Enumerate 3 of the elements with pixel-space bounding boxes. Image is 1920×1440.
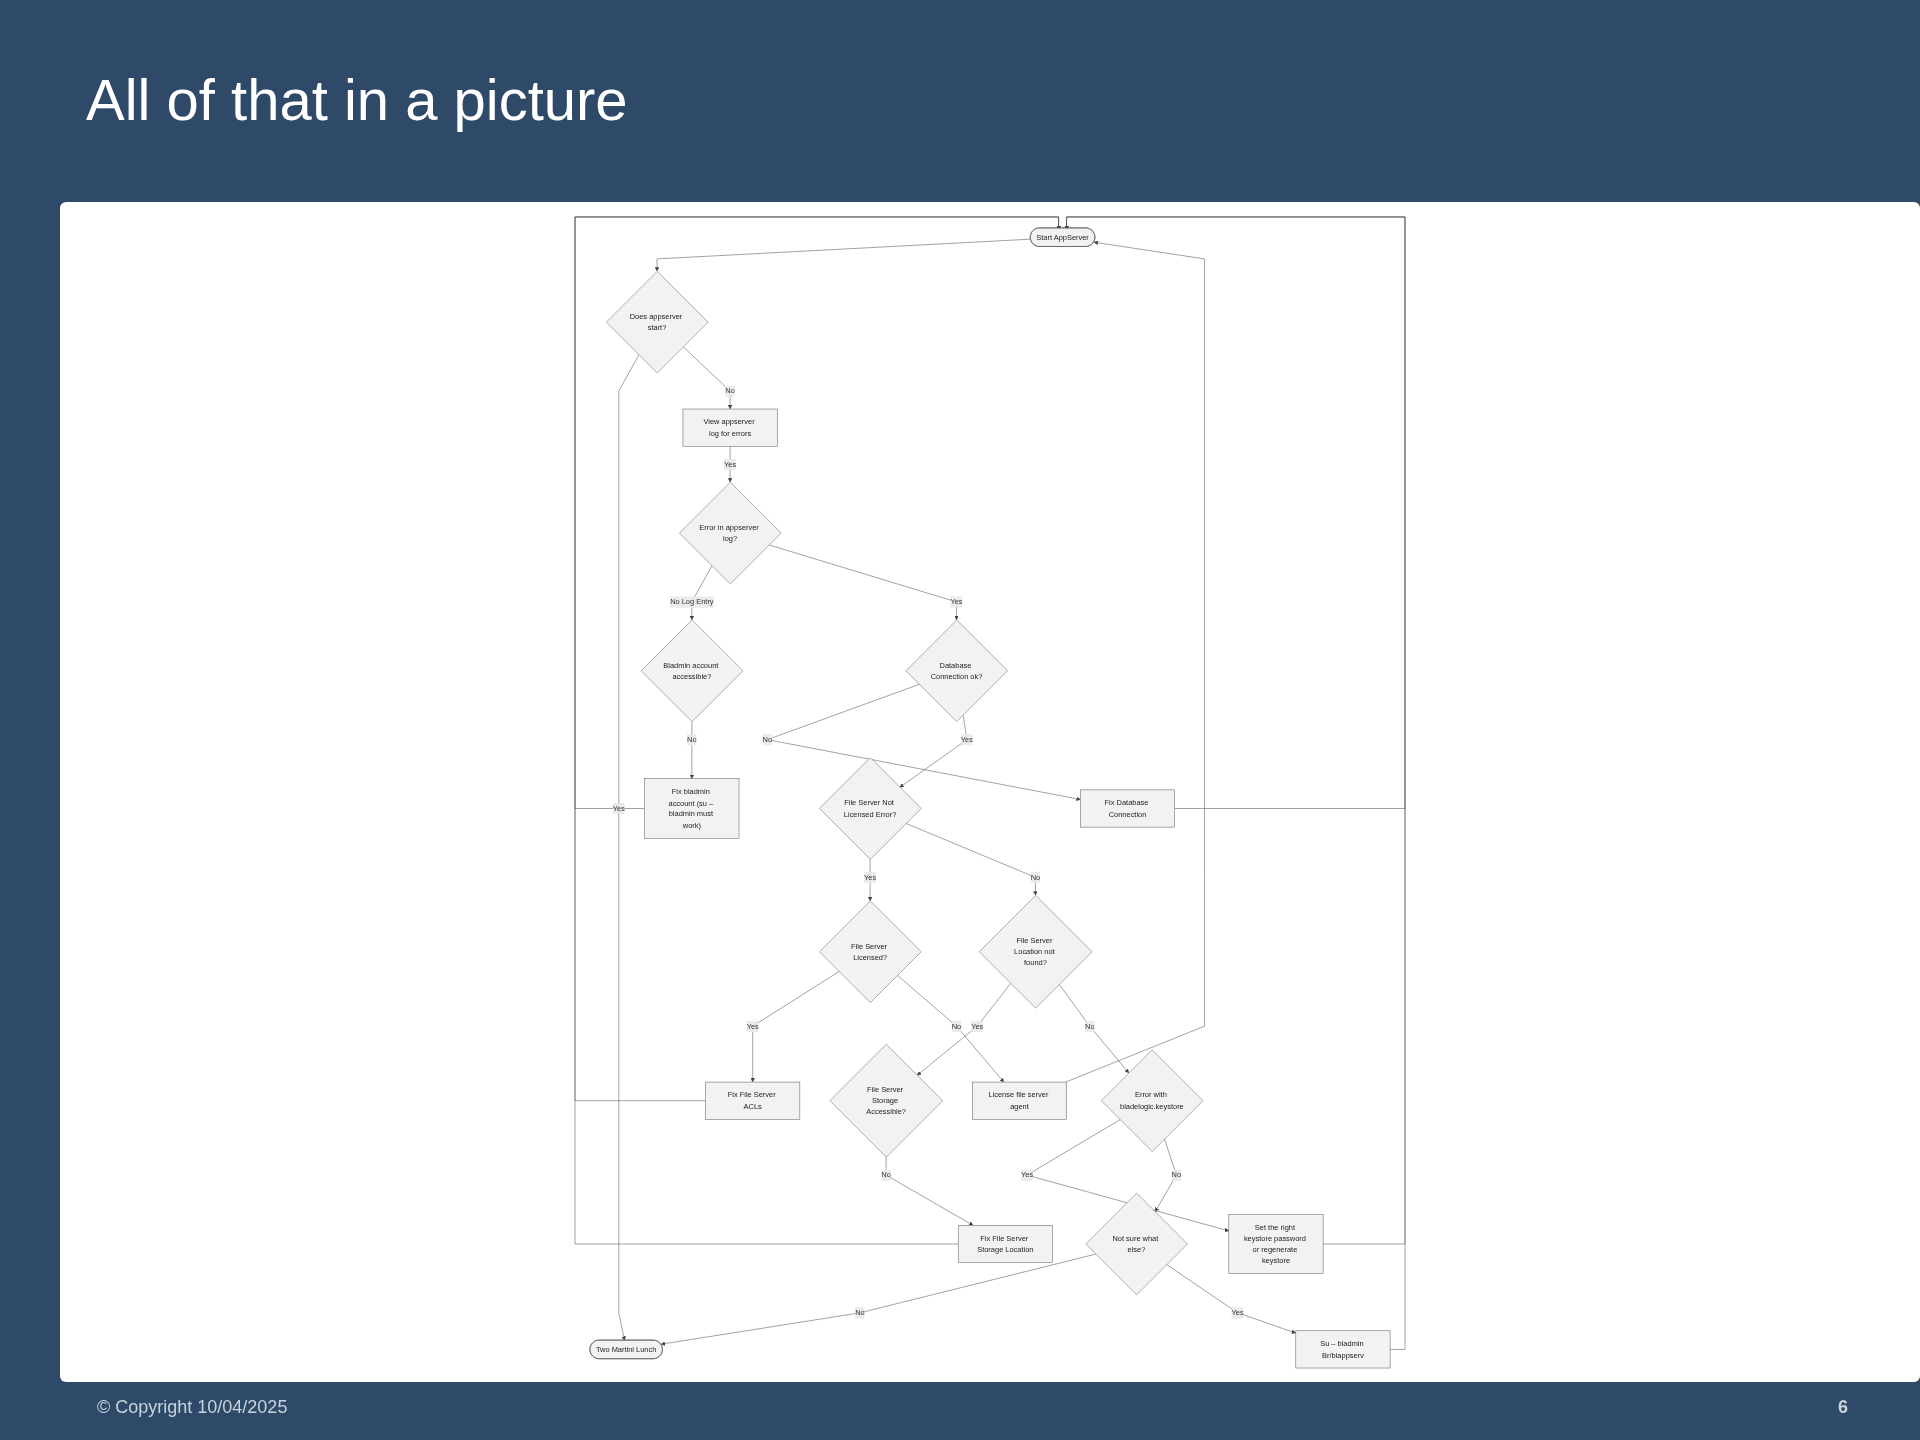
copyright-note: © Copyright 10/04/2025 [97,1397,288,1418]
page-number: 6 [1838,1397,1848,1418]
slide-title: All of that in a picture [86,66,628,133]
